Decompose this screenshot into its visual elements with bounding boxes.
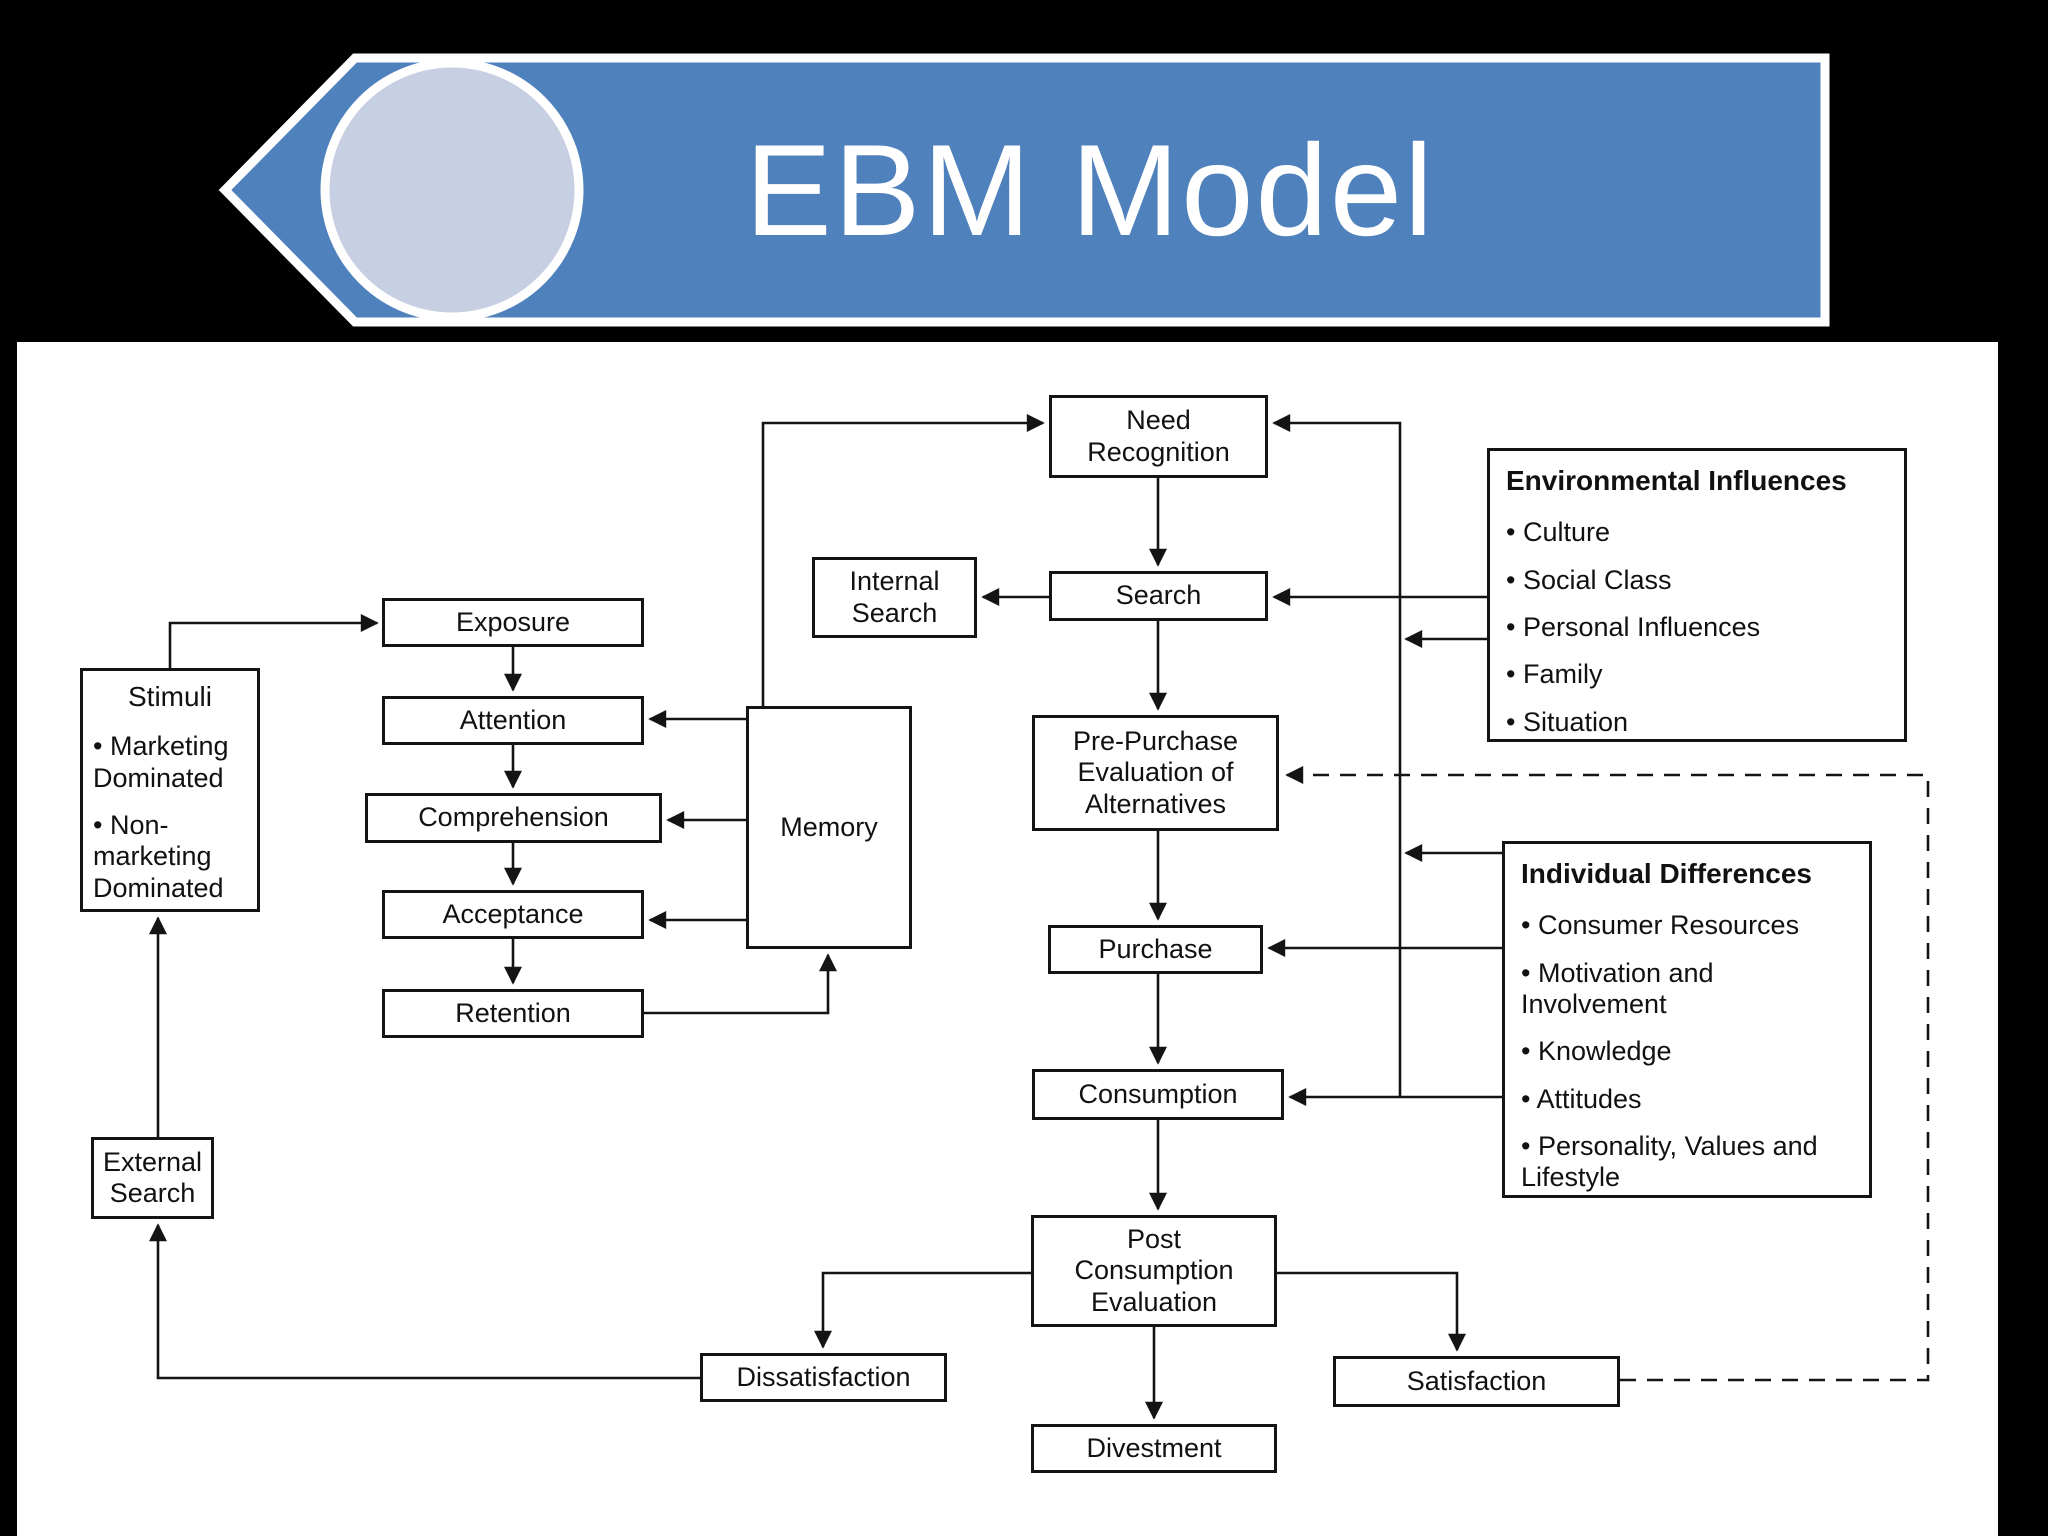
- environmental-bullet: Personal Influences: [1506, 612, 1760, 643]
- individual-differences-title: Individual Differences: [1521, 858, 1812, 889]
- stimuli-bullet: Non-marketing Dominated: [93, 810, 247, 904]
- node-search: Search: [1049, 571, 1268, 621]
- node-need-recognition: Need Recognition: [1049, 395, 1268, 478]
- node-dissatisfaction: Dissatisfaction: [700, 1353, 947, 1402]
- node-purchase: Purchase: [1048, 925, 1263, 974]
- panel-stimuli: Stimuli Marketing Dominated Non-marketin…: [80, 668, 260, 912]
- node-retention: Retention: [382, 989, 644, 1038]
- panel-individual-differences: Individual Differences Consumer Resource…: [1502, 841, 1872, 1198]
- environmental-bullet: Social Class: [1506, 565, 1672, 596]
- node-acceptance: Acceptance: [382, 890, 644, 939]
- banner-shape: [218, 53, 1830, 327]
- stimuli-title: Stimuli: [127, 681, 212, 712]
- individual-bullet: Knowledge: [1521, 1036, 1672, 1067]
- node-exposure: Exposure: [382, 598, 644, 647]
- node-satisfaction: Satisfaction: [1333, 1356, 1620, 1407]
- individual-bullet: Motivation and Involvement: [1521, 958, 1853, 1021]
- node-comprehension: Comprehension: [365, 793, 662, 843]
- node-pre-purchase-evaluation: Pre-Purchase Evaluation of Alternatives: [1032, 715, 1279, 831]
- banner-accent-circle-icon: [320, 58, 584, 322]
- environmental-influences-title: Environmental Influences: [1506, 465, 1847, 496]
- slide-title: EBM Model: [745, 117, 1435, 263]
- node-external-search: External Search: [91, 1137, 214, 1219]
- node-post-consumption-evaluation: Post Consumption Evaluation: [1031, 1215, 1277, 1327]
- node-consumption: Consumption: [1032, 1069, 1284, 1120]
- individual-bullet: Attitudes: [1521, 1084, 1641, 1115]
- node-internal-search: Internal Search: [812, 557, 977, 638]
- environmental-bullet: Situation: [1506, 707, 1628, 738]
- stimuli-bullet: Marketing Dominated: [93, 731, 247, 794]
- environmental-bullet: Culture: [1506, 517, 1610, 548]
- banner-pentagon: [218, 53, 1830, 327]
- individual-bullet: Consumer Resources: [1521, 910, 1799, 941]
- panel-environmental-influences: Environmental Influences Culture Social …: [1487, 448, 1907, 742]
- node-attention: Attention: [382, 696, 644, 745]
- node-divestment: Divestment: [1031, 1424, 1277, 1473]
- environmental-bullet: Family: [1506, 659, 1603, 690]
- individual-bullet: Personality, Values and Lifestyle: [1521, 1131, 1853, 1194]
- node-memory: Memory: [746, 706, 912, 949]
